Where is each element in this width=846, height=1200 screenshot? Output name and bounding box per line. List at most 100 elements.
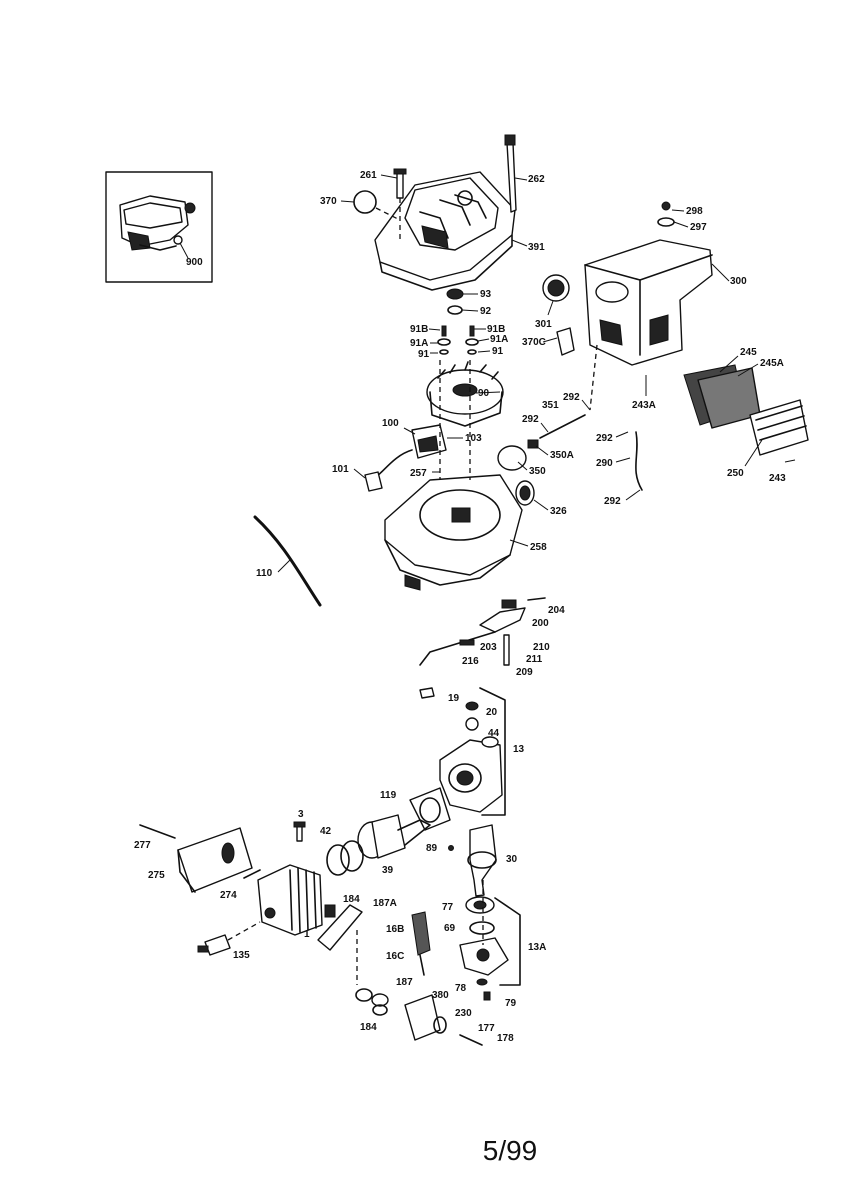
part-label: 69 [444,923,456,934]
part-label: 13A [528,942,546,953]
part-label: 298 [686,206,703,217]
part-label: 275 [148,870,165,881]
part-label: 101 [332,464,349,475]
spark-plug [197,921,261,956]
blower-housing [384,360,523,591]
part-label: 1 [304,929,310,940]
part-label: 90 [478,388,490,399]
part-label: 16C [386,951,404,962]
crankshaft [448,824,497,897]
part-label: 110 [256,568,273,579]
part-label: 13 [513,744,525,755]
part-label: 370 [320,196,337,207]
part-label: 209 [516,667,533,678]
part-label: 177 [478,1023,495,1034]
part-label: 292 [522,414,539,425]
part-label: 119 [380,790,397,801]
part-label: 30 [506,854,518,865]
part-label: 135 [233,950,250,961]
part-label: 91A [410,338,428,349]
part-label: 216 [462,656,479,667]
part-label: 210 [533,642,550,653]
part-label: 350A [550,450,574,461]
part-label: 77 [442,902,454,913]
carburetor-parts [355,911,483,1046]
part-label: 100 [382,418,399,429]
air-filter-housing [584,201,713,366]
part-label: 16B [386,924,404,935]
part-label: 301 [535,319,552,330]
part-label: 257 [410,468,427,479]
bracket-370c [556,327,575,356]
governor-gear [542,274,570,302]
part-label: 230 [455,1008,472,1019]
part-label: 250 [727,468,744,479]
part-label: 92 [480,306,492,317]
part-label: 277 [134,840,151,851]
crankcase-cover [459,880,521,1001]
part-label: 300 [730,276,747,287]
part-label: 200 [532,618,549,629]
cylinder-bolt [293,821,306,842]
part-label: 243A [632,400,656,411]
part-label: 262 [528,174,545,185]
part-label: 184 [343,894,360,905]
part-label: 380 [432,990,449,1001]
cover-bolt [393,168,407,240]
piston-assembly [326,814,431,876]
leader-lines [277,174,796,573]
part-label: 245 [740,347,757,358]
air-filter-element [683,364,809,456]
part-label: 44 [488,728,500,739]
flywheel-fasteners [437,288,479,355]
page-date-code: 5/99 [482,1135,538,1166]
primer-bulb [497,439,539,471]
part-label: 370C [522,337,546,348]
cover-plug [353,190,377,214]
crankcase-small-parts [419,687,479,731]
part-label: 258 [530,542,547,553]
part-label: 297 [690,222,707,233]
throttle-cable [253,515,322,607]
part-label: 91 [492,346,504,357]
part-label: 351 [542,400,559,411]
part-label: 187A [373,898,397,909]
cylinder [257,864,323,936]
part-label: 211 [526,654,543,665]
part-label: 103 [465,433,482,444]
part-label: 39 [382,865,394,876]
inset-engine-assembly [105,171,213,283]
part-label: 91B [487,324,505,335]
part-label: 178 [497,1033,514,1044]
part-label: 91 [418,349,430,360]
part-label: 900 [186,257,203,268]
fuel-line-351 [539,414,586,439]
throttle-linkage [419,597,546,666]
ignition-module [364,424,447,492]
part-label: 204 [548,605,565,616]
part-label: 292 [563,392,580,403]
part-label: 19 [448,693,460,704]
part-label: 184 [360,1022,377,1033]
cylinder-gasket [409,787,451,831]
part-label: 203 [480,642,497,653]
part-label: 245A [760,358,784,369]
muffler [139,824,253,893]
part-label: 326 [550,506,567,517]
part-label: 91A [490,334,508,345]
part-label: 292 [604,496,621,507]
part-label: 3 [298,809,304,820]
engine-top-cover [374,171,516,291]
flywheel [426,361,504,427]
part-label: 292 [596,433,613,444]
crankcase [439,687,506,816]
part-label: 391 [528,242,545,253]
part-label: 93 [480,289,492,300]
part-label: 261 [360,170,377,181]
part-label: 290 [596,458,613,469]
intake-plate [317,904,363,951]
dipstick [504,134,517,213]
part-label: 187 [396,977,413,988]
